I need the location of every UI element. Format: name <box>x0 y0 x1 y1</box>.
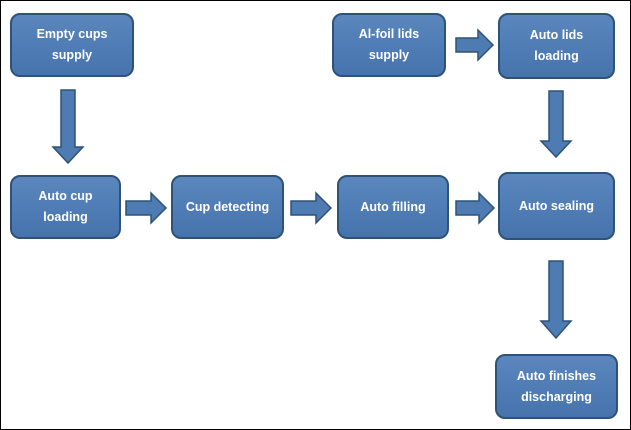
node-auto-finishes-discharging: Auto finishes discharging <box>495 354 618 419</box>
arrow-lids-supply-to-lids-loading <box>455 28 495 62</box>
arrow-cup-loading-to-cup-detecting <box>125 191 168 225</box>
node-auto-filling: Auto filling <box>337 175 449 239</box>
arrow-cup-detecting-to-auto-filling <box>290 191 333 225</box>
node-al-foil-lids-supply: Al-foil lids supply <box>332 13 446 77</box>
arrow-auto-filling-to-auto-sealing <box>455 191 496 225</box>
node-auto-lids-loading: Auto lids loading <box>498 13 615 79</box>
arrow-auto-sealing-to-discharging <box>539 260 573 340</box>
node-auto-sealing: Auto sealing <box>498 172 615 240</box>
node-empty-cups-supply: Empty cups supply <box>10 13 134 77</box>
node-auto-cup-loading: Auto cup loading <box>10 175 121 239</box>
arrow-empty-cups-to-cup-loading <box>51 89 85 165</box>
arrow-lids-loading-to-auto-sealing <box>539 90 573 159</box>
node-cup-detecting: Cup detecting <box>171 175 284 239</box>
